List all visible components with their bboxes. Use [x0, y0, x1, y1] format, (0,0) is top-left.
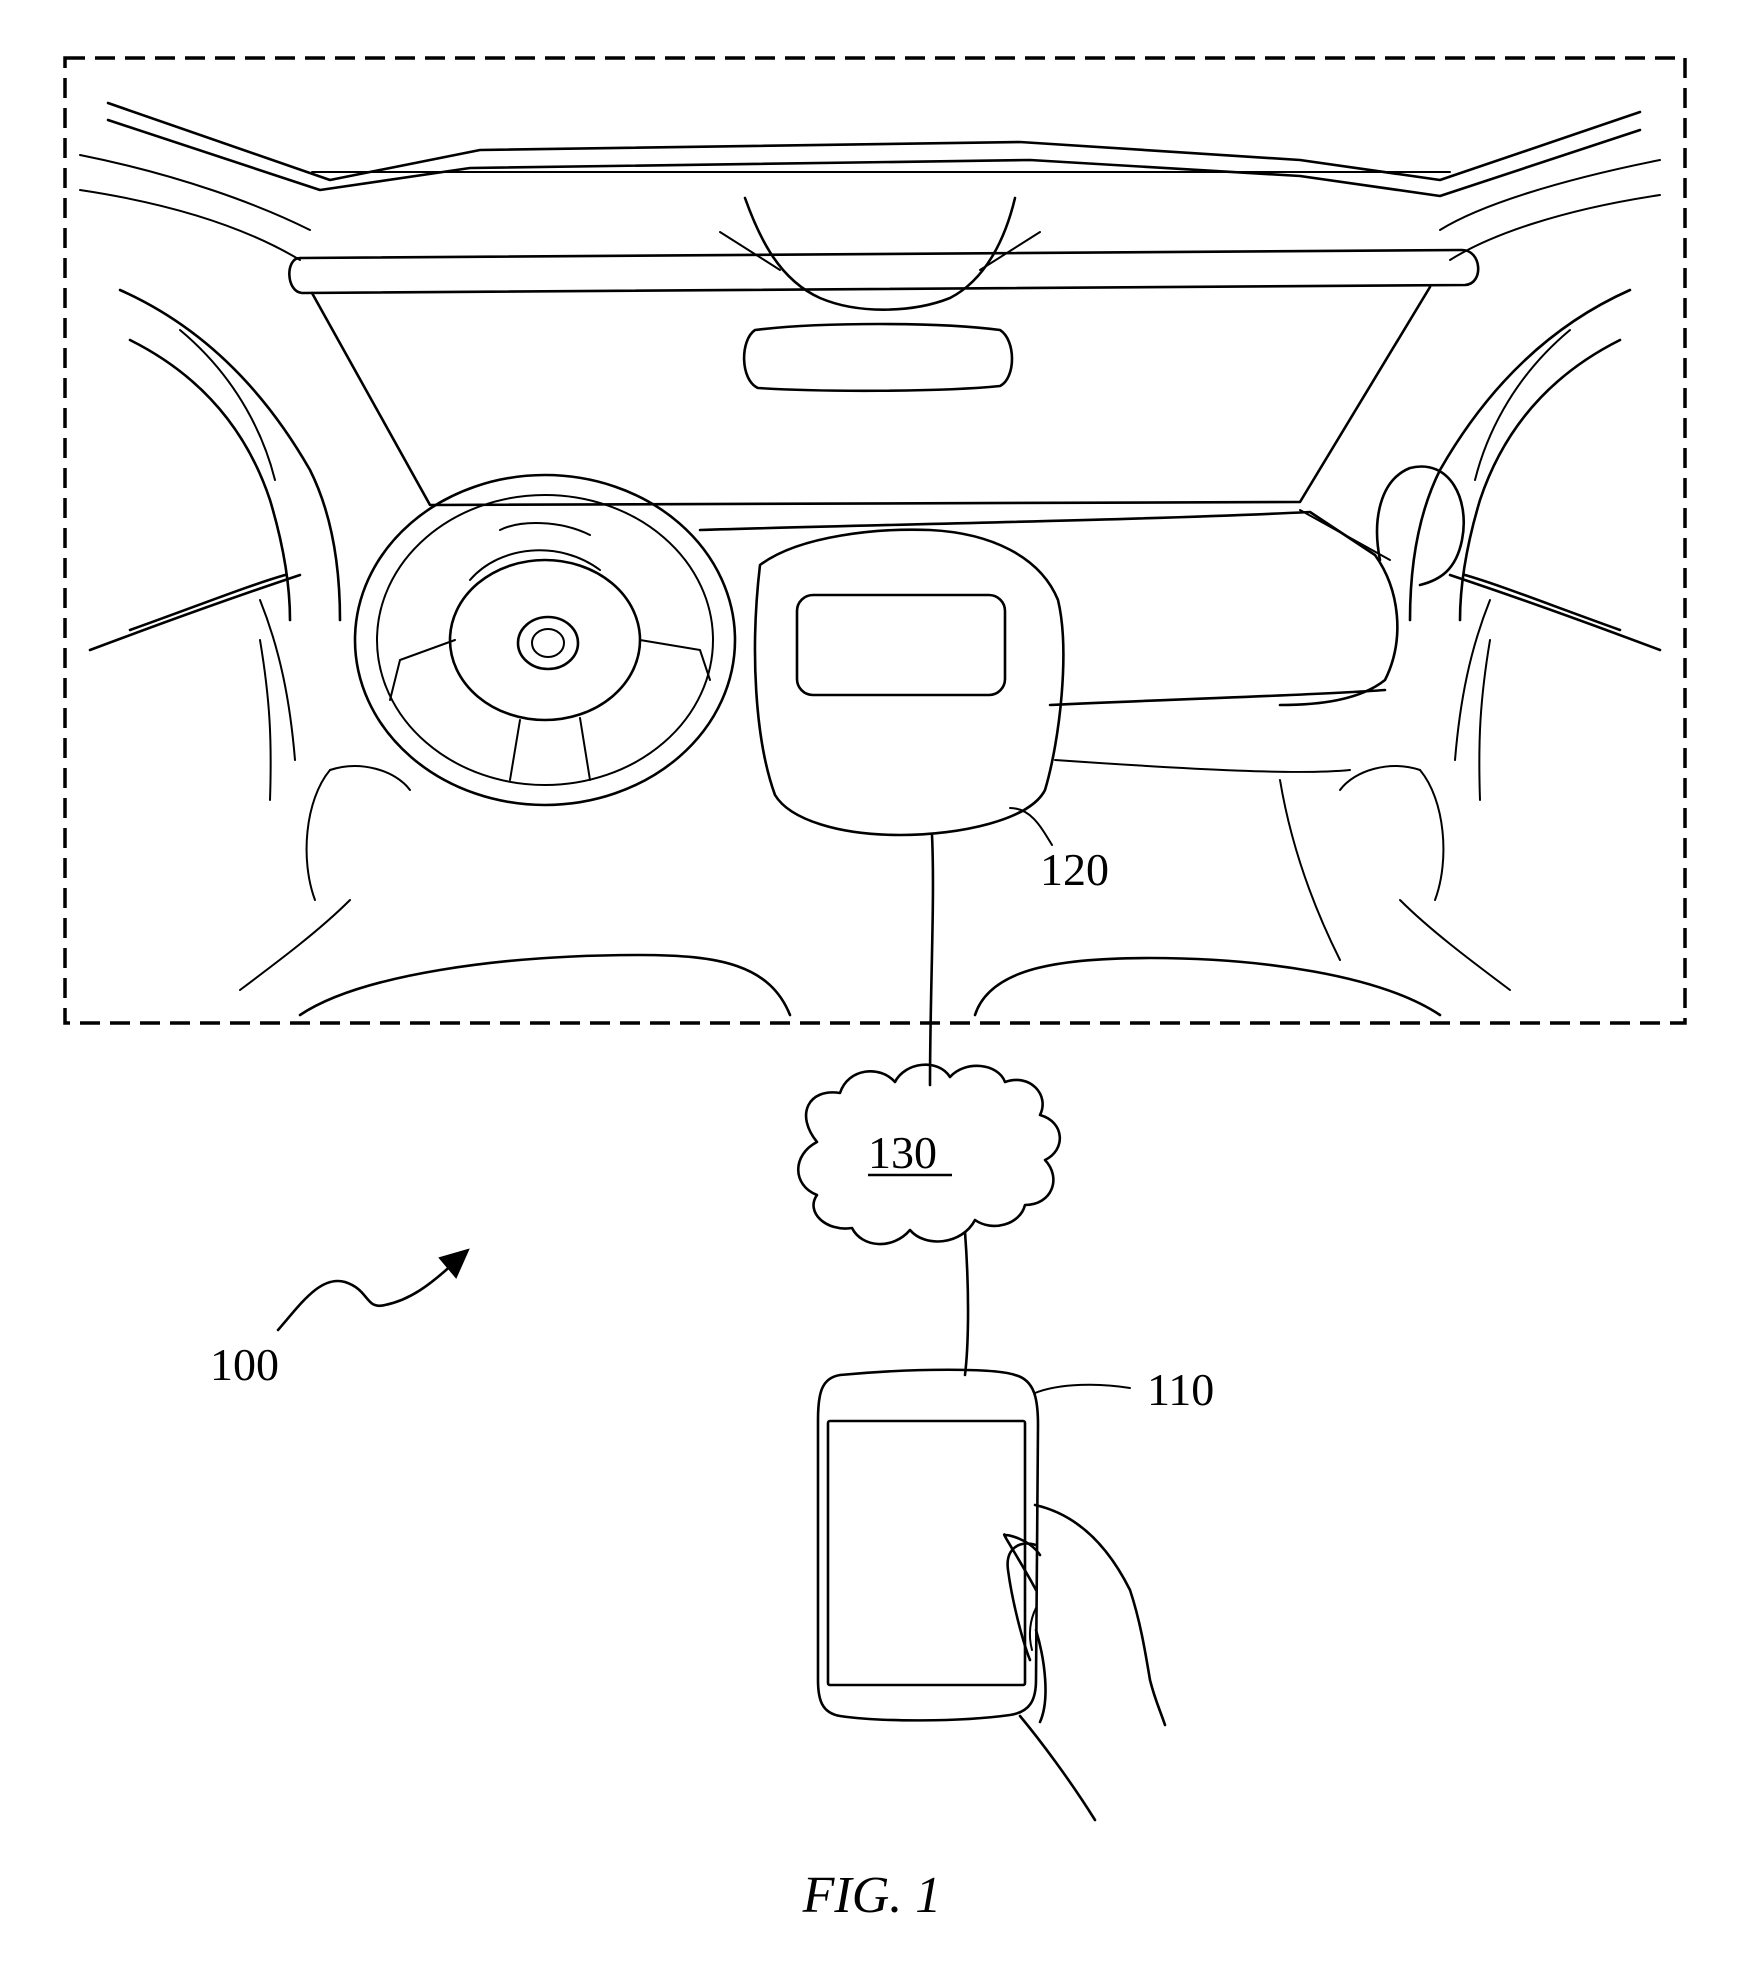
center-console: [753, 528, 1065, 837]
sun-visor: [288, 248, 1480, 295]
vehicle-boundary-dashed: [63, 56, 1687, 1025]
connector-head-unit-to-network: [928, 833, 935, 1087]
hand: [1002, 1503, 1167, 1822]
windshield: [310, 285, 1432, 507]
system-indicator-arrow: [276, 1248, 470, 1332]
rear-view-mirror: [742, 322, 1014, 393]
head-unit-display: [795, 593, 1007, 697]
left-door: [88, 288, 342, 801]
connector-network-to-device: [963, 1230, 970, 1377]
mobile-device: [816, 1368, 1131, 1722]
figure-caption: FIG. 1: [802, 1867, 942, 1924]
mobile-device-body: [816, 1368, 1040, 1722]
arrowhead: [438, 1248, 470, 1279]
steering-wheel: [353, 473, 737, 807]
label-130: 130: [868, 1127, 937, 1178]
label-110: 110: [1147, 1364, 1214, 1415]
dashboard: [698, 509, 1399, 961]
leader-line-110: [1034, 1383, 1131, 1394]
network-cloud: [796, 1063, 1062, 1246]
vehicle-roof-lines: [79, 101, 1661, 261]
mobile-device-screen: [826, 1419, 1027, 1687]
front-seats: [239, 765, 1511, 1017]
mirror-mount: [743, 196, 1017, 311]
label-120: 120: [1040, 844, 1109, 895]
vehicle-interior-group: [63, 56, 1687, 1025]
right-door: [1375, 288, 1662, 801]
label-100: 100: [210, 1339, 279, 1390]
leader-line-120: [1009, 807, 1053, 846]
